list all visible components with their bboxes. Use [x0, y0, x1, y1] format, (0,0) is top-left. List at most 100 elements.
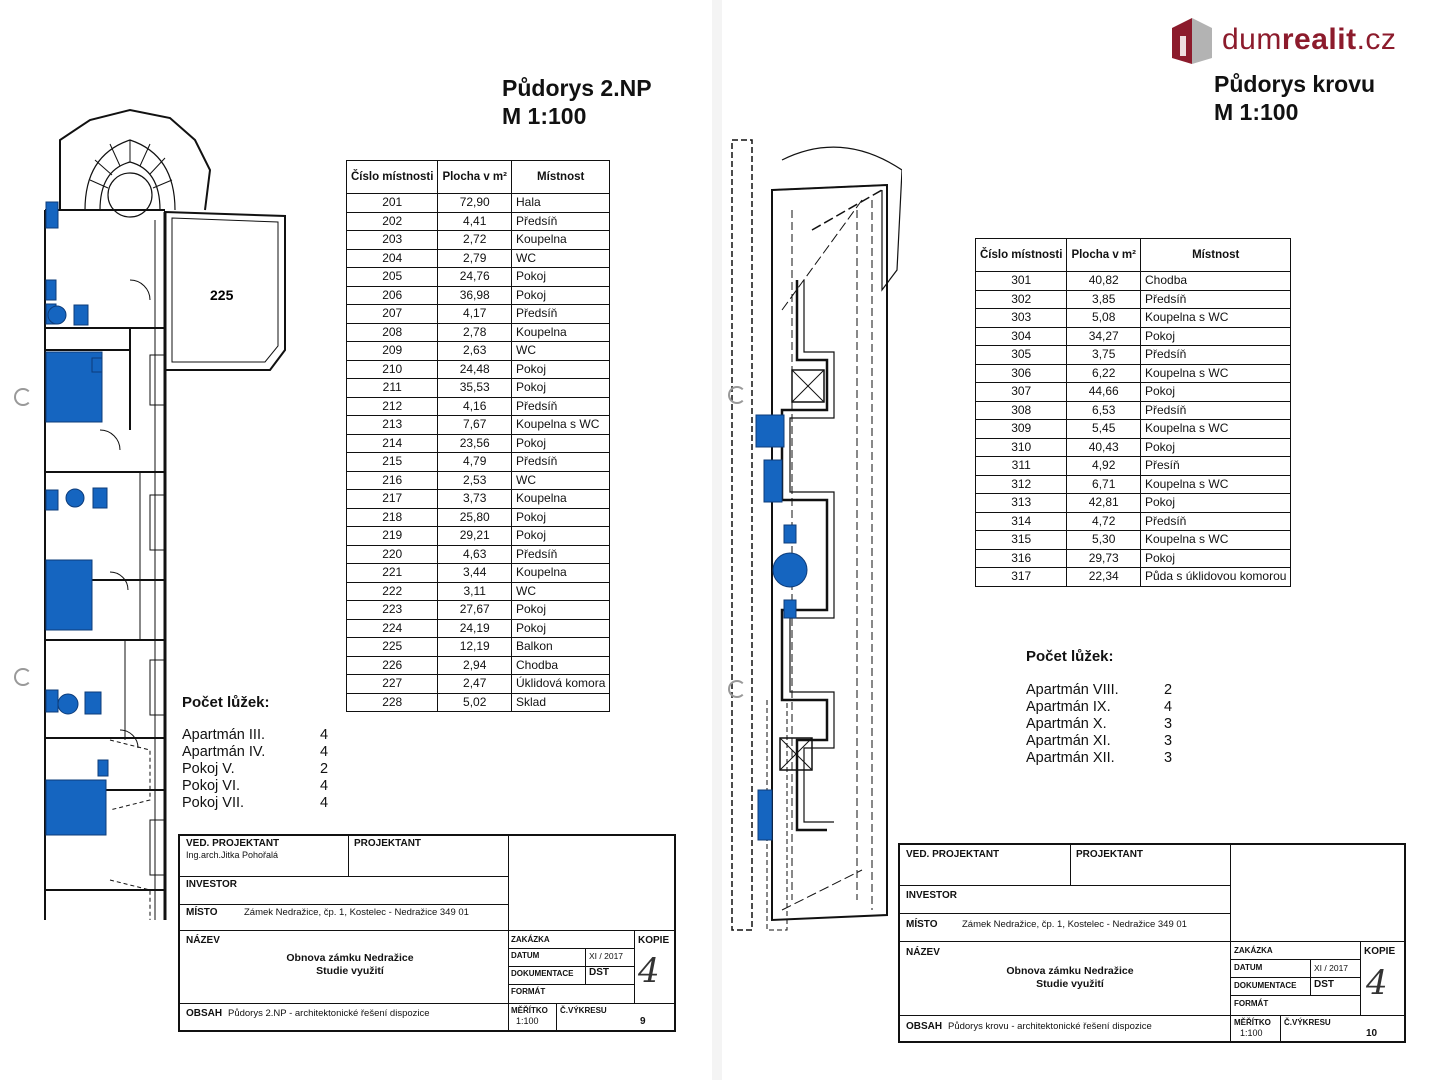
left-drawing-sheet: 225 Půdorys 2.NP M 1:100 Číslo místnosti…: [0, 0, 712, 1080]
room-area-cell: 29,21: [437, 526, 512, 546]
beds-unit-name: Apartmán III.: [182, 727, 266, 743]
room-area-cell: 5,30: [1066, 530, 1141, 550]
room-number-cell: 201: [345, 193, 439, 213]
room-name-cell: Sklad: [510, 692, 611, 712]
col-header-area: Plocha v m²: [437, 160, 512, 194]
nazev-line-2: Studie využití: [1036, 978, 1104, 990]
beds-row: Apartmán X. 3: [1026, 716, 1184, 733]
room-name-cell: Pokoj: [1139, 548, 1292, 568]
room-name-cell: Úklidová komora: [510, 674, 611, 694]
room-name-cell: Přesíň: [1139, 456, 1292, 476]
room-name-cell: Pokoj: [510, 285, 611, 305]
beds-row: Apartmán IX.4: [1026, 699, 1184, 716]
room-number-cell: 212: [345, 396, 439, 416]
nazev-line-1: Obnova zámku Nedražice: [1006, 965, 1134, 977]
title-name: Půdorys krovu: [1214, 71, 1376, 97]
house-logo-icon: [1172, 18, 1212, 64]
beds-unit-name: Apartmán IX.: [1026, 699, 1111, 715]
room-area-cell: 3,11: [437, 581, 512, 601]
room-number-cell: 214: [345, 433, 439, 453]
room-name-cell: Koupelna s WC: [510, 415, 611, 435]
col-header-area: Plocha v m²: [1066, 238, 1141, 272]
binder-hole-icon: [728, 680, 746, 698]
room-number-cell: 315: [974, 530, 1068, 550]
room-name-cell: Pokoj: [510, 600, 611, 620]
ved-projektant-label: VED. PROJEKTANT: [906, 849, 1000, 860]
room-number-cell: 303: [974, 308, 1068, 328]
room-number-cell: 222: [345, 581, 439, 601]
room-name-cell: Pokoj: [510, 433, 611, 453]
nazev-value: Obnova zámku Nedražice Studie využití: [1000, 965, 1140, 991]
room-number-cell: 306: [974, 363, 1068, 383]
binder-hole-icon: [14, 668, 32, 686]
room-name-cell: WC: [510, 341, 611, 361]
room-area-cell: 2,78: [437, 322, 512, 342]
room-area-cell: 2,47: [437, 674, 512, 694]
dokumentace-label: DOKUMENTACE: [511, 969, 574, 978]
title-block: VED. PROJEKTANT Ing.arch.Jitka Pohořalá …: [178, 834, 676, 1032]
beds-row: Pokoj VII.4: [182, 795, 340, 812]
misto-label: MÍSTO: [186, 907, 218, 918]
beds-row: Apartmán VIII.2: [1026, 682, 1184, 699]
kopie-label: KOPIE: [1364, 946, 1396, 957]
beds-count: 2: [320, 761, 329, 777]
investor-label: INVESTOR: [906, 890, 957, 901]
room-number-cell: 216: [345, 470, 439, 490]
format-value: 4: [638, 951, 660, 991]
room-name-cell: Koupelna s WC: [1139, 363, 1292, 383]
beds-unit-name: Apartmán IV.: [182, 744, 266, 760]
room-area-cell: 44,66: [1066, 382, 1141, 402]
room-area-cell: 5,08: [1066, 308, 1141, 328]
room-number-cell: 309: [974, 419, 1068, 439]
room-number-cell: 215: [345, 452, 439, 472]
beds-unit-name: Apartmán X.: [1026, 716, 1107, 732]
beds-unit-name: Pokoj V.: [182, 761, 235, 777]
logo-text-bold: realit: [1281, 23, 1357, 56]
nazev-value: Obnova zámku Nedražice Studie využití: [280, 952, 420, 978]
logo-text-tld: .cz: [1356, 23, 1397, 56]
room-name-cell: Koupelna: [510, 489, 611, 509]
dumrealit-logo: dumrealit.cz: [1168, 14, 1396, 66]
room-area-cell: 29,73: [1066, 548, 1141, 568]
room-number-cell: 210: [345, 359, 439, 379]
room-number-cell: 209: [345, 341, 439, 361]
col-header-room: Místnost: [510, 160, 611, 194]
obsah-label: OBSAH: [186, 1008, 223, 1019]
room-number-cell: 227: [345, 674, 439, 694]
beds-count: 4: [320, 744, 329, 760]
room-number-cell: 204: [345, 248, 439, 268]
beds-count: 3: [1164, 716, 1173, 732]
beds-row: Apartmán XI.3: [1026, 733, 1184, 750]
room-area-cell: 40,82: [1066, 271, 1141, 291]
nazev-label: NÁZEV: [186, 935, 220, 946]
room-name-cell: Předsíň: [510, 452, 611, 472]
room-table-2np: Číslo místnosti Plocha v m² Místnost 201…: [345, 160, 611, 712]
datum-label: DATUM: [1234, 963, 1263, 972]
room-name-cell: WC: [510, 248, 611, 268]
room-area-cell: 6,71: [1066, 474, 1141, 494]
cvykresu-value: 9: [640, 1016, 646, 1027]
beds-count: 3: [1164, 750, 1173, 766]
beds-unit-name: Apartmán VIII.: [1026, 682, 1119, 698]
room-number-cell: 307: [974, 382, 1068, 402]
zakazka-label: ZAKÁZKA: [511, 935, 550, 944]
dokumentace-value: DST: [589, 967, 609, 978]
beds-unit-name: Pokoj VII.: [182, 795, 245, 811]
